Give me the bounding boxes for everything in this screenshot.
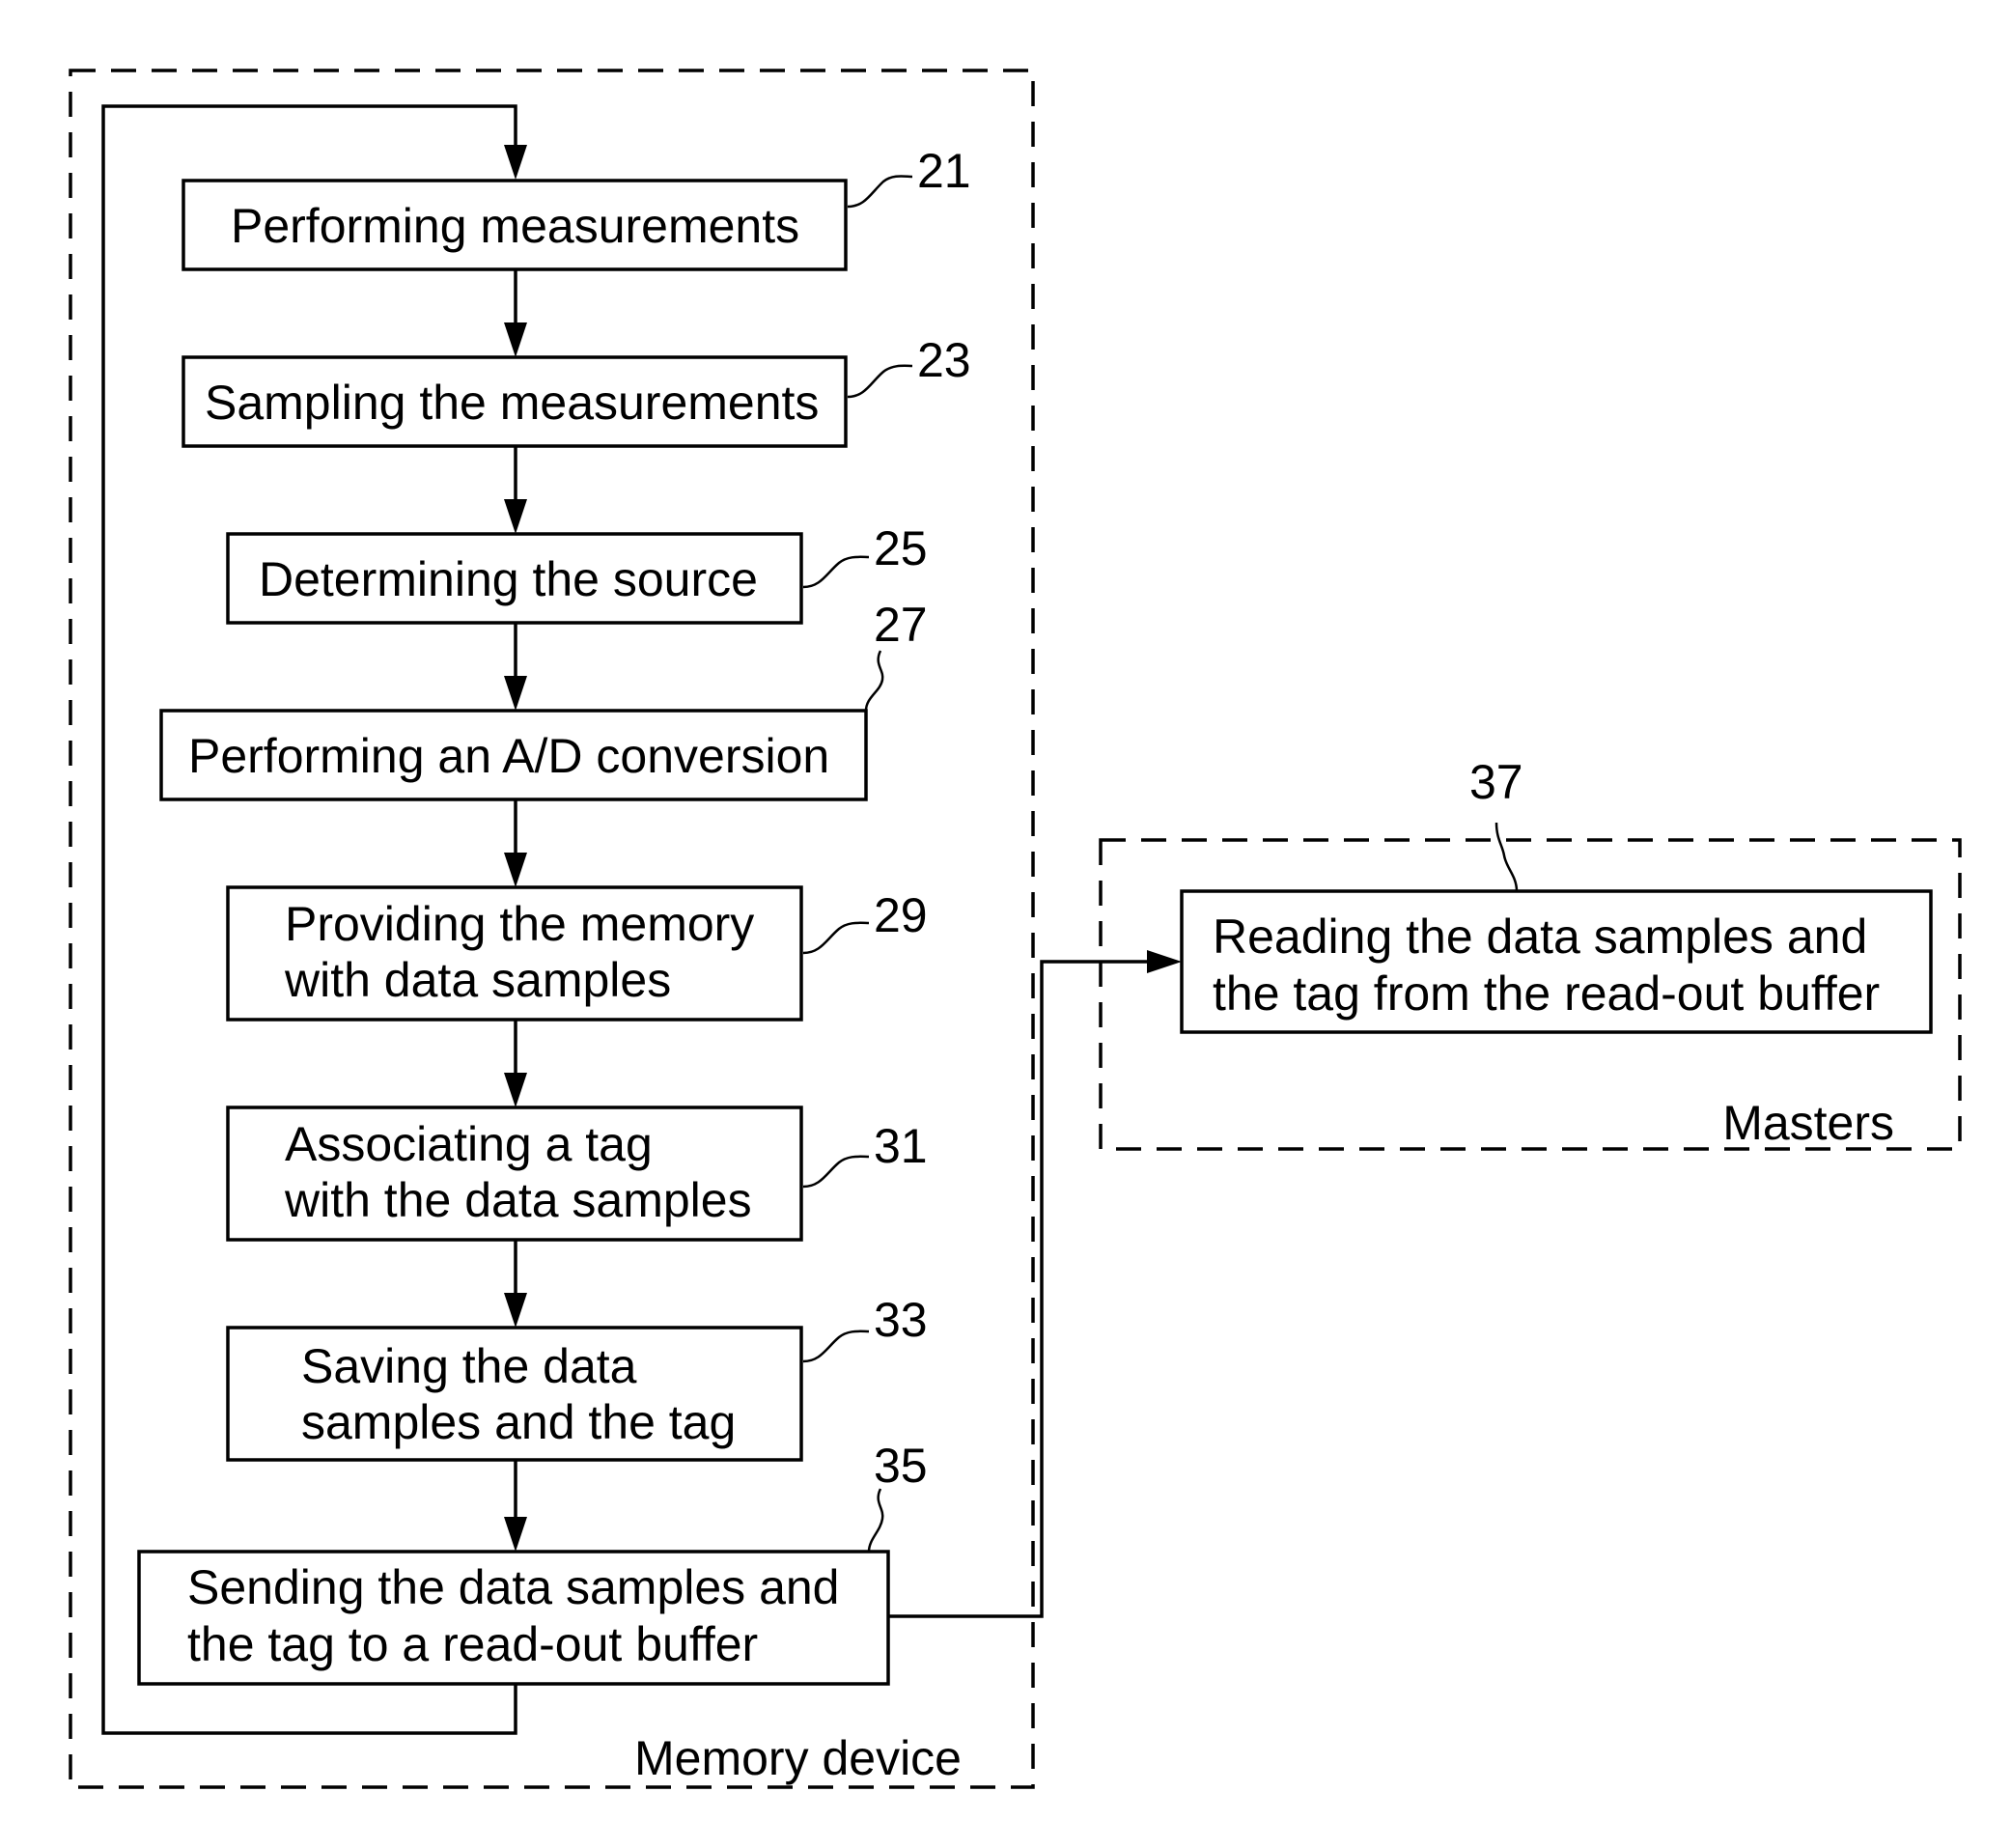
step-text-21-line-1: Performing measurements [231, 199, 799, 253]
leader-line-27 [866, 651, 882, 711]
memory-device-label: Memory device [634, 1731, 962, 1785]
arrowhead-37 [1147, 950, 1182, 973]
reference-numeral-29: 29 [874, 888, 928, 942]
arrowhead-35 [504, 1517, 527, 1552]
step-text-31-line-1: Associating a tag [285, 1117, 653, 1171]
connector-35-37 [888, 962, 1147, 1616]
arrowhead-31 [504, 1073, 527, 1107]
step-text-27-line-1: Performing an A/D conversion [188, 729, 829, 783]
step-text-35-line-1: Sending the data samples and [187, 1560, 840, 1614]
step-text-29-line-1: Providing the memory [285, 897, 754, 951]
reference-numeral-33: 33 [874, 1293, 928, 1347]
reference-numeral-31: 31 [874, 1119, 928, 1173]
step-text-29-line-2: with data samples [284, 953, 671, 1007]
leader-line-21 [848, 176, 912, 207]
step-text-31-line-2: with the data samples [284, 1173, 752, 1227]
leader-line-29 [803, 923, 869, 953]
reference-numeral-35: 35 [874, 1439, 928, 1493]
reference-numeral-23: 23 [917, 333, 971, 387]
reference-numeral-25: 25 [874, 521, 928, 575]
arrowhead-25 [504, 499, 527, 534]
step-text-35-line-2: the tag to a read-out buffer [187, 1617, 758, 1671]
step-text-25-line-1: Determining the source [259, 552, 758, 606]
step-text-23-line-1: Sampling the measurements [205, 376, 819, 430]
masters-label: Masters [1722, 1096, 1894, 1150]
leader-line-23 [848, 366, 912, 397]
arrowhead-27 [504, 676, 527, 711]
leader-line-33 [803, 1331, 869, 1361]
arrowhead-23 [504, 322, 527, 357]
reference-numeral-21: 21 [917, 144, 971, 198]
reference-numeral-27: 27 [874, 598, 928, 652]
step-text-37-line-1: Reading the data samples and [1213, 910, 1867, 964]
step-text-37-line-2: the tag from the read-out buffer [1213, 966, 1880, 1021]
loop-arrowhead [504, 145, 527, 180]
step-text-33-line-2: samples and the tag [301, 1395, 736, 1449]
reference-numeral-37: 37 [1469, 755, 1523, 809]
arrowhead-33 [504, 1293, 527, 1328]
arrowhead-29 [504, 853, 527, 887]
leader-line-37 [1496, 823, 1517, 891]
leader-line-35 [869, 1489, 882, 1552]
step-text-33-line-1: Saving the data [301, 1339, 637, 1393]
leader-line-25 [803, 557, 869, 587]
leader-line-31 [803, 1157, 869, 1187]
